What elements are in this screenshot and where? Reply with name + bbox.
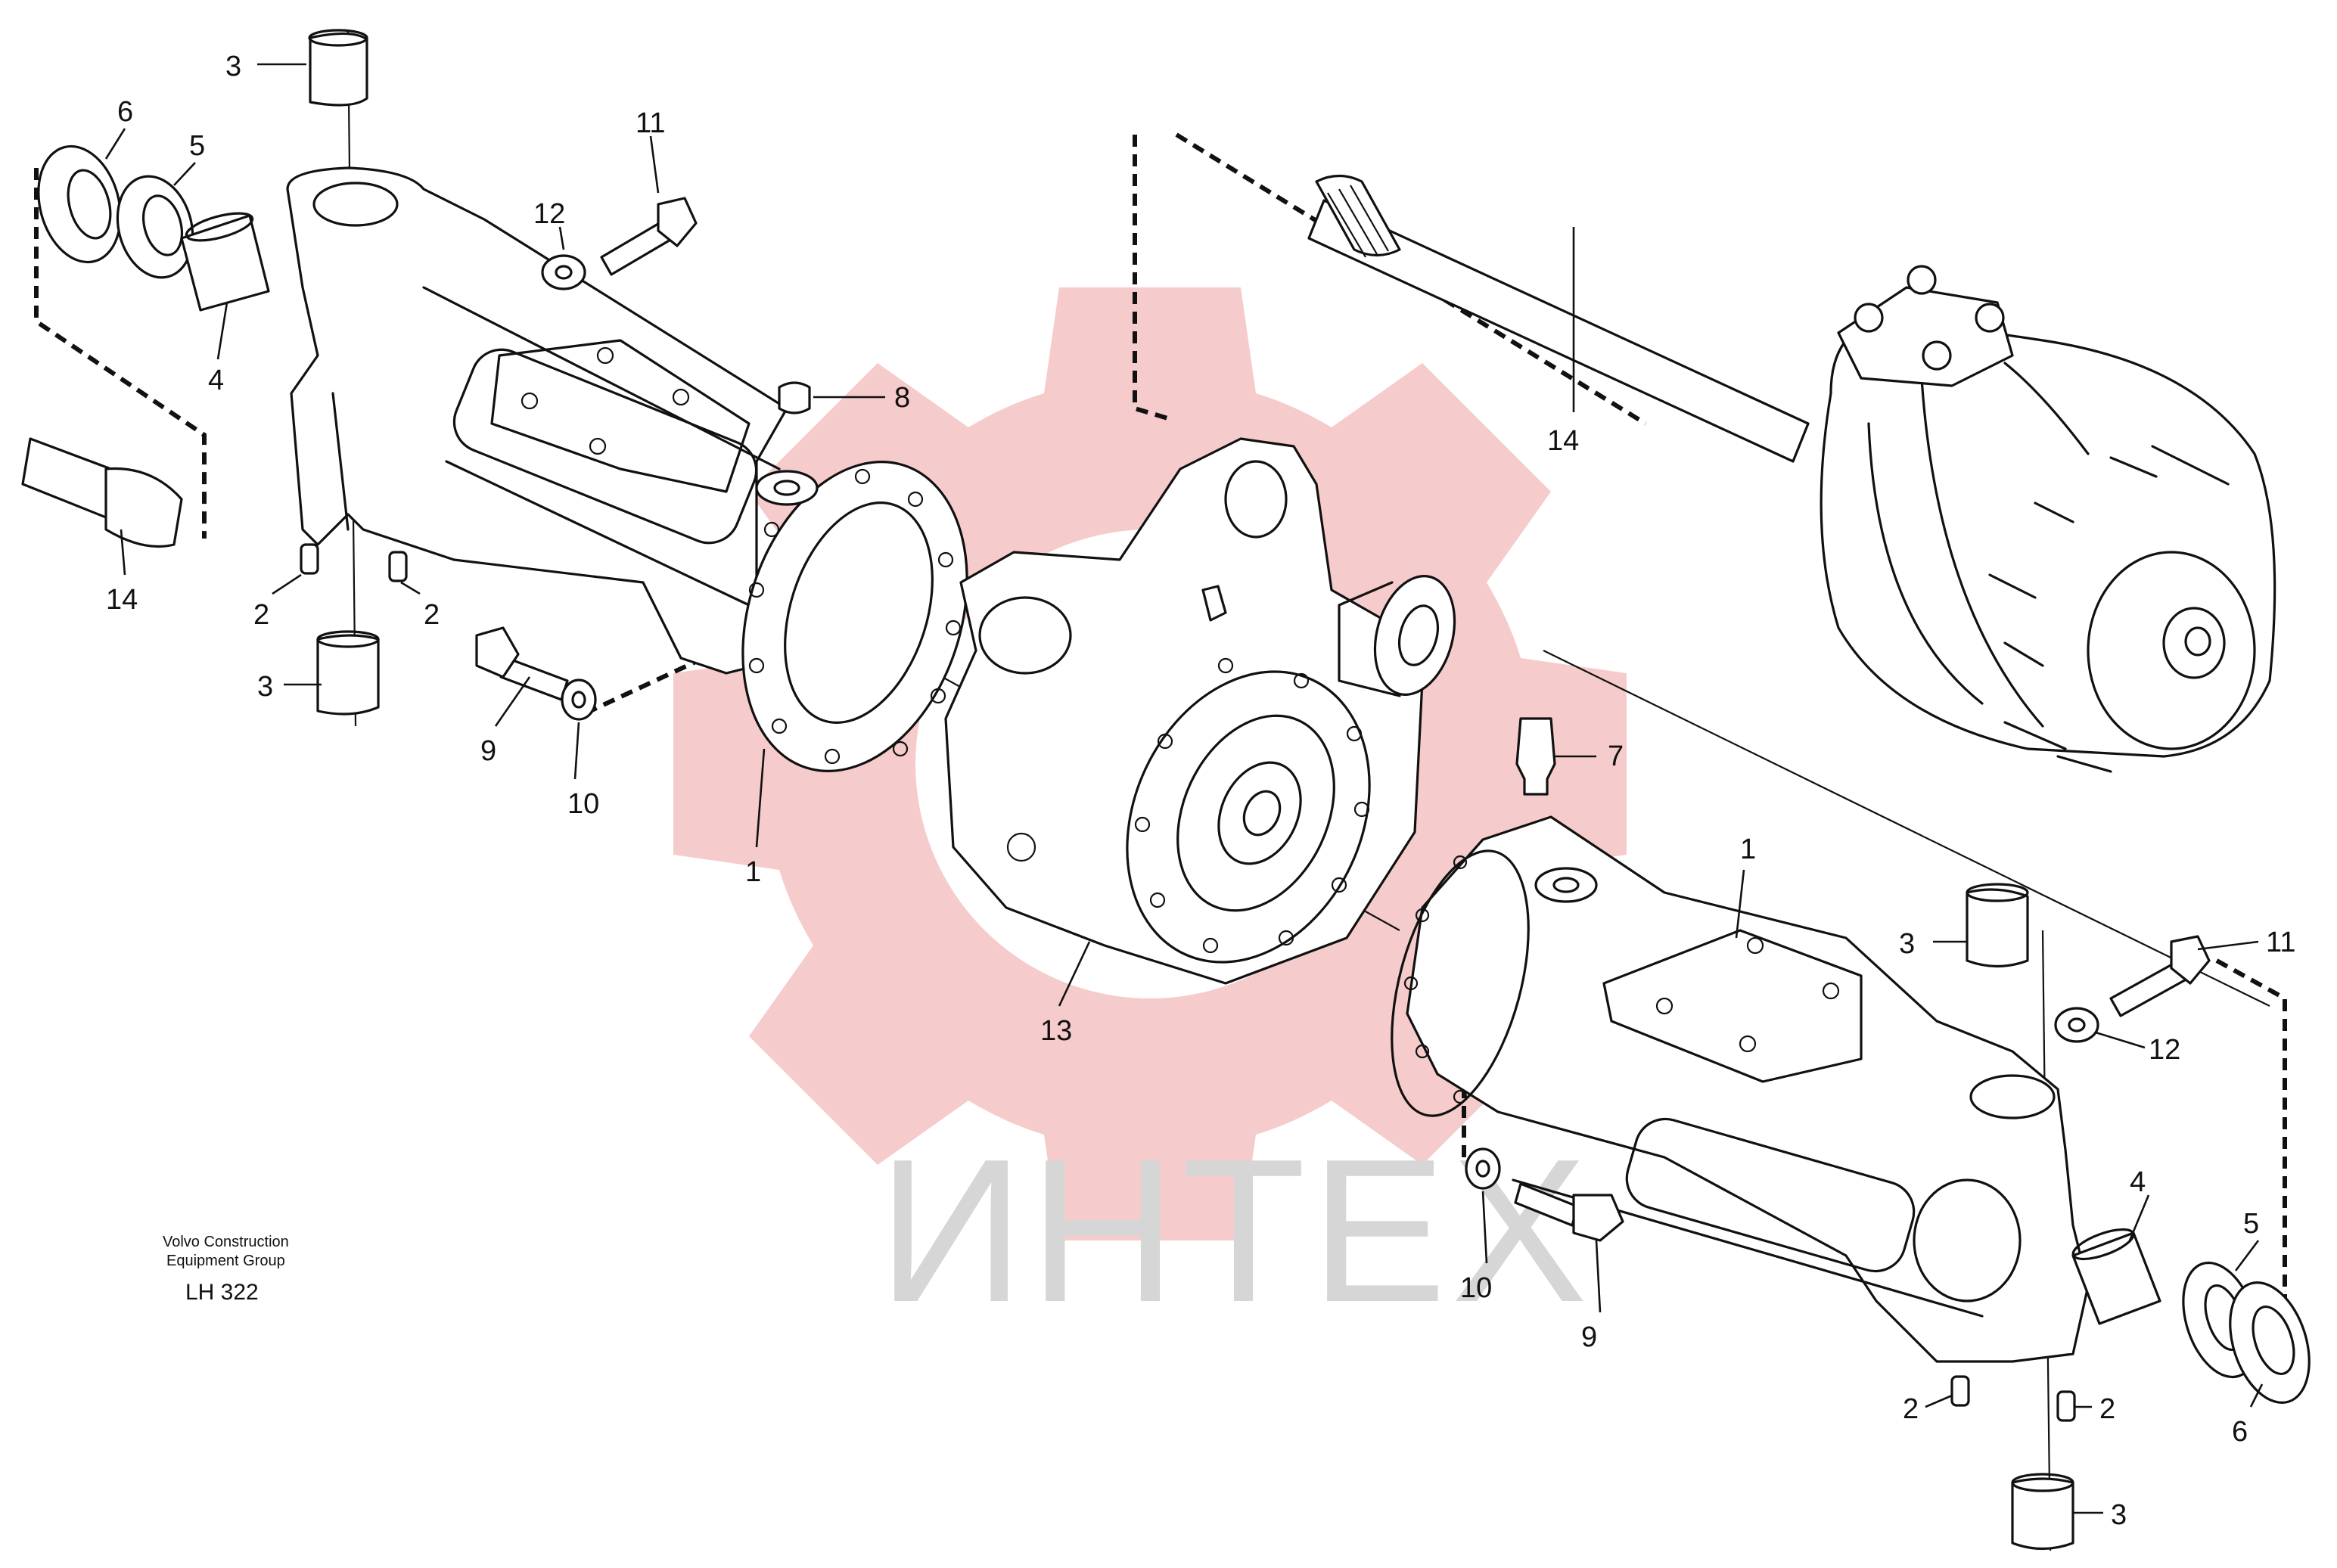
callout-14-left: 14 bbox=[106, 584, 138, 616]
callout-4-right: 4 bbox=[2130, 1166, 2146, 1198]
callout-3-top-right: 3 bbox=[1899, 928, 1915, 960]
callout-9-left: 9 bbox=[480, 735, 496, 767]
callout-5-left: 5 bbox=[189, 130, 205, 162]
callout-9-right: 9 bbox=[1581, 1321, 1597, 1353]
callout-11-right: 11 bbox=[2266, 927, 2295, 958]
callout-10-right: 10 bbox=[1460, 1272, 1492, 1304]
wheel-hub-assembly bbox=[1307, 174, 2276, 773]
axle-housing-left bbox=[286, 166, 968, 772]
callout-leaders bbox=[104, 63, 2264, 1514]
callout-8: 8 bbox=[894, 382, 910, 414]
differential-carrier bbox=[944, 437, 1456, 985]
figure-caption: Volvo Construction Equipment Group LH 32… bbox=[163, 1234, 289, 1305]
left-small-parts bbox=[21, 29, 811, 721]
callout-2-left-b: 2 bbox=[424, 599, 440, 631]
callout-12-left: 12 bbox=[533, 198, 565, 230]
callout-1-left: 1 bbox=[745, 856, 761, 888]
caption-line-1: Volvo Construction bbox=[163, 1234, 289, 1250]
callout-14-right: 14 bbox=[1547, 425, 1579, 457]
callout-11-left: 11 bbox=[636, 107, 665, 139]
callout-10-left: 10 bbox=[567, 788, 599, 820]
callout-4-left: 4 bbox=[208, 365, 224, 396]
callout-numbers: 3 6 5 4 11 12 8 14 2 2 3 9 10 1 14 7 13 … bbox=[106, 51, 2295, 1531]
callout-3-bottom-right: 3 bbox=[2111, 1499, 2127, 1531]
callout-7: 7 bbox=[1608, 741, 1624, 772]
callout-6-right: 6 bbox=[2232, 1416, 2248, 1448]
callout-2-left-a: 2 bbox=[253, 599, 269, 631]
callout-3-top-left: 3 bbox=[225, 51, 241, 82]
callout-2-right-b: 2 bbox=[2099, 1393, 2115, 1425]
callout-3-bottom-left: 3 bbox=[257, 671, 273, 703]
callout-13: 13 bbox=[1040, 1015, 1072, 1047]
callout-2-right-a: 2 bbox=[1903, 1393, 1919, 1425]
callout-6-left: 6 bbox=[117, 96, 133, 128]
right-small-parts bbox=[1465, 717, 2311, 1551]
callout-5-right: 5 bbox=[2243, 1208, 2259, 1240]
watermark-text: ИНТЕХ bbox=[878, 1117, 1592, 1345]
callout-12-right: 12 bbox=[2149, 1034, 2180, 1066]
caption-code: LH 322 bbox=[185, 1280, 259, 1305]
callout-1-right: 1 bbox=[1740, 834, 1756, 865]
caption-line-2: Equipment Group bbox=[166, 1253, 285, 1269]
